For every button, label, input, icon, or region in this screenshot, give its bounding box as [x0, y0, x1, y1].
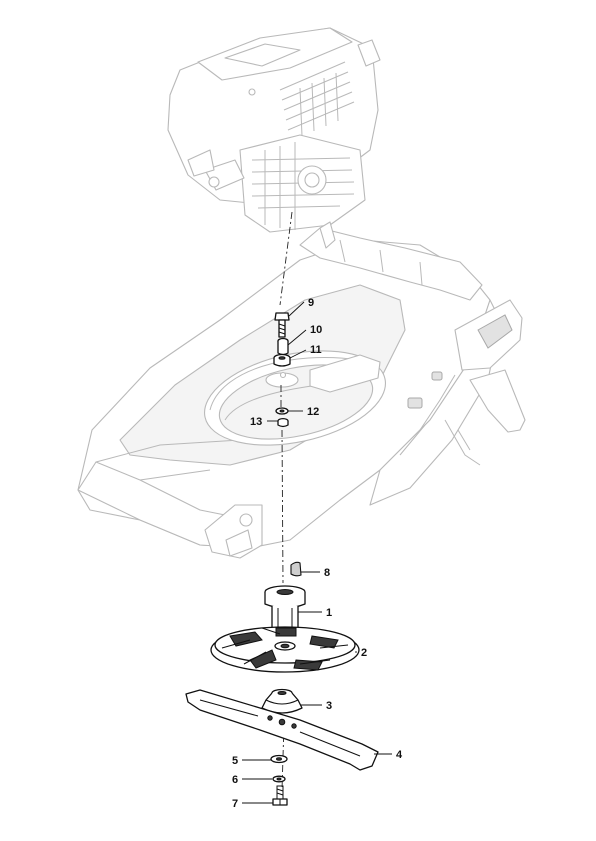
- callout-label: 11: [310, 344, 322, 356]
- callout-label: 4: [396, 749, 403, 761]
- part-4-blade: [185, 689, 379, 771]
- callout-label: 2: [361, 647, 367, 659]
- callout-label: 6: [232, 774, 238, 786]
- callout-2: 2: [355, 647, 367, 659]
- part-1-blade-adaptor: [264, 585, 306, 634]
- part-3-blade-carrier: [261, 688, 303, 714]
- callout-label: 5: [232, 755, 238, 767]
- callout-9: 9: [288, 297, 314, 317]
- callout-3: 3: [300, 700, 332, 712]
- callout-label: 7: [232, 798, 238, 810]
- engine-ghost: [167, 27, 381, 233]
- callout-label: 9: [308, 297, 314, 309]
- callout-1: 1: [298, 607, 332, 619]
- callout-4: 4: [374, 749, 403, 761]
- callout-5: 5: [232, 755, 271, 767]
- mower-deck-ghost: [77, 221, 526, 559]
- callout-6: 6: [232, 774, 272, 786]
- part-5-washer: [270, 754, 288, 764]
- callout-11: 11: [289, 344, 322, 359]
- part-11-nut: [273, 353, 291, 367]
- part-6-lock-washer: [272, 775, 286, 783]
- callout-13: 13: [250, 416, 278, 428]
- callout-label: 8: [324, 567, 330, 579]
- part-9-bolt: [274, 312, 290, 338]
- part-12-washer: [275, 407, 289, 415]
- callout-label: 1: [326, 607, 332, 619]
- callout-label: 10: [310, 324, 322, 336]
- part-10-spacer: [277, 337, 289, 356]
- callout-12: 12: [288, 406, 319, 418]
- callout-label: 13: [250, 416, 262, 428]
- part-8-key: [290, 561, 302, 577]
- part-2-impeller-fan: [210, 626, 360, 673]
- callout-label: 3: [326, 700, 332, 712]
- part-13-nut: [277, 417, 289, 428]
- callout-label: 12: [307, 406, 319, 418]
- callout-7: 7: [232, 798, 273, 810]
- callout-10: 10: [287, 324, 322, 346]
- part-7-blade-bolt: [272, 785, 288, 806]
- callout-8: 8: [301, 567, 330, 579]
